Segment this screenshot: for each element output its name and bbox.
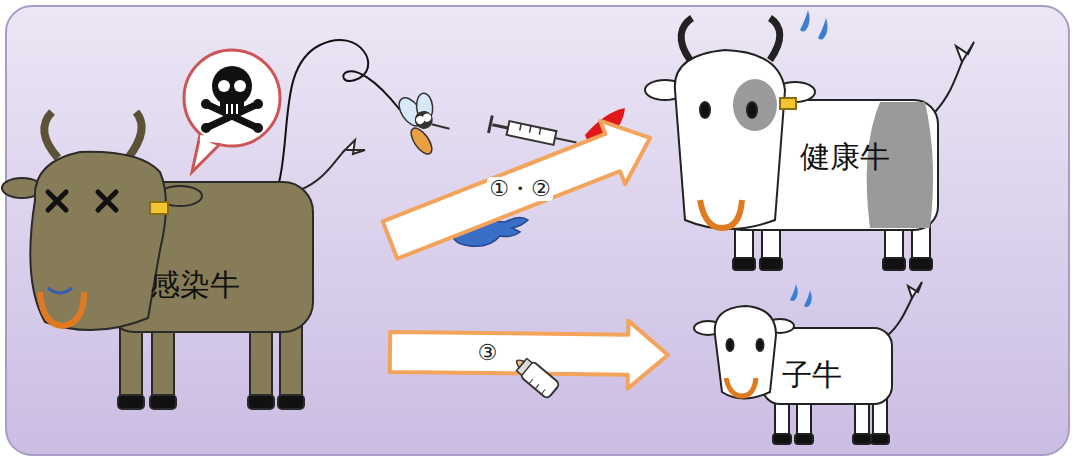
cow-label: 感染牛	[150, 268, 240, 303]
cow-label: 健康牛	[800, 140, 890, 175]
route-number: ③	[475, 341, 499, 365]
healthy-cow	[645, 10, 974, 270]
cow-node: 健康牛	[650, 15, 1010, 275]
route-number: ①・②	[487, 177, 552, 201]
block-arrow	[383, 121, 650, 259]
infected-cow	[2, 112, 365, 409]
milk-bottle	[511, 353, 561, 399]
cow-node: 子牛	[668, 280, 918, 455]
skull-bubble	[184, 50, 280, 172]
syringe-icon	[489, 115, 579, 151]
block-arrow	[390, 321, 668, 389]
panel	[6, 6, 1069, 455]
cow-label: 子牛	[782, 358, 842, 393]
calf	[694, 282, 922, 444]
cow-node: 感染牛	[18, 140, 390, 430]
mosquito-icon	[389, 83, 459, 158]
